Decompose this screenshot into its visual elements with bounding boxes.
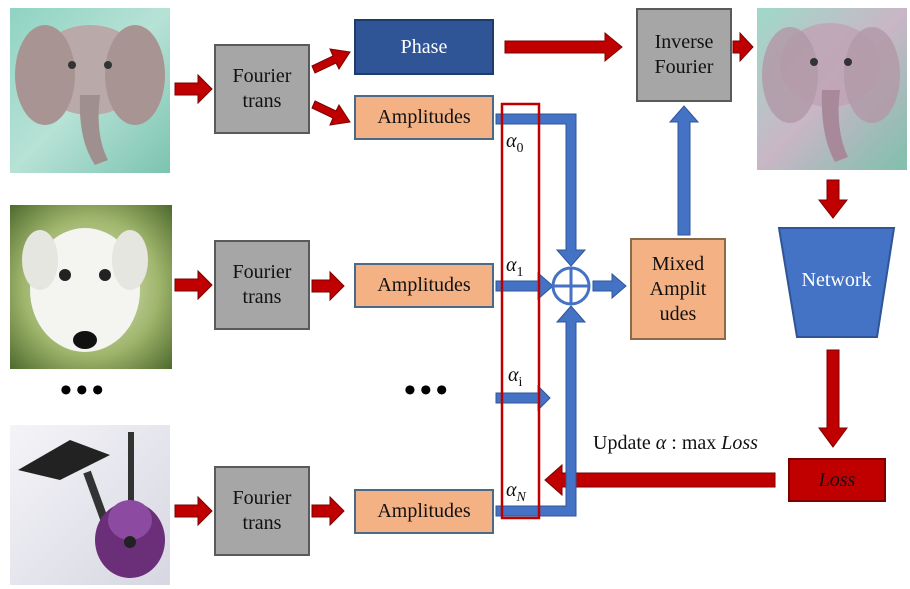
input-image-elephant xyxy=(10,8,170,173)
network-shape xyxy=(777,227,896,338)
arrow-fourier-to-phase xyxy=(311,48,351,74)
arrow-img3-to-fourier xyxy=(174,495,213,527)
fourier-box-3: Fourier trans xyxy=(214,466,310,556)
fourier-box-2: Fourier trans xyxy=(214,240,310,330)
arrow-mixed-to-inverse xyxy=(668,105,700,236)
arrow-img2-to-fourier xyxy=(174,269,213,301)
alpha-0-label: α0 xyxy=(506,130,524,156)
arrow-fourier-to-amplitudes xyxy=(311,100,351,126)
arrow-loss-to-alpha xyxy=(544,463,776,497)
network-label: Network xyxy=(801,268,872,291)
loss-box: Loss xyxy=(788,458,886,502)
alpha-1-label: α1 xyxy=(506,254,524,280)
fourier-box-1: Fourier trans xyxy=(214,44,310,134)
mixed-amplitudes-box: Mixed Amplit udes xyxy=(630,238,726,340)
alpha-i-label: αi xyxy=(508,364,523,390)
amplitudes-box-1: Amplitudes xyxy=(354,95,494,140)
mix-operator-icon xyxy=(551,266,591,306)
alpha-n-label: αN xyxy=(506,479,526,505)
arrow-amp1-to-mix xyxy=(495,113,587,267)
update-alpha-label: Update α : max Loss xyxy=(593,432,758,454)
amplitudes-box-3: Amplitudes xyxy=(354,489,494,534)
arrow-amp3-to-mix xyxy=(495,305,587,517)
arrow-inverse-to-output xyxy=(732,31,754,63)
inverse-fourier-box: Inverse Fourier xyxy=(636,8,732,102)
arrow-amp2-to-mix xyxy=(495,271,554,301)
red-arrows xyxy=(174,31,849,527)
arrow-phase-to-inverse xyxy=(504,31,623,63)
arrow-fourier2-to-amp2 xyxy=(311,270,345,302)
arrow-network-to-loss xyxy=(818,349,848,448)
output-image-elephant xyxy=(757,8,907,170)
ellipsis-images: ••• xyxy=(60,372,108,409)
arrow-output-to-network xyxy=(817,179,849,219)
ellipsis-amplitudes: ••• xyxy=(404,372,452,409)
input-image-guitars xyxy=(10,425,170,585)
alpha-selection-frame xyxy=(500,102,541,520)
arrow-ai-to-mix xyxy=(495,384,551,412)
arrow-fourier3-to-amp3 xyxy=(311,495,345,527)
phase-box: Phase xyxy=(354,19,494,75)
arrow-img1-to-fourier xyxy=(174,73,213,105)
input-image-dog xyxy=(10,205,172,369)
amplitudes-box-2: Amplitudes xyxy=(354,263,494,308)
arrow-mix-to-mixed xyxy=(592,272,627,300)
